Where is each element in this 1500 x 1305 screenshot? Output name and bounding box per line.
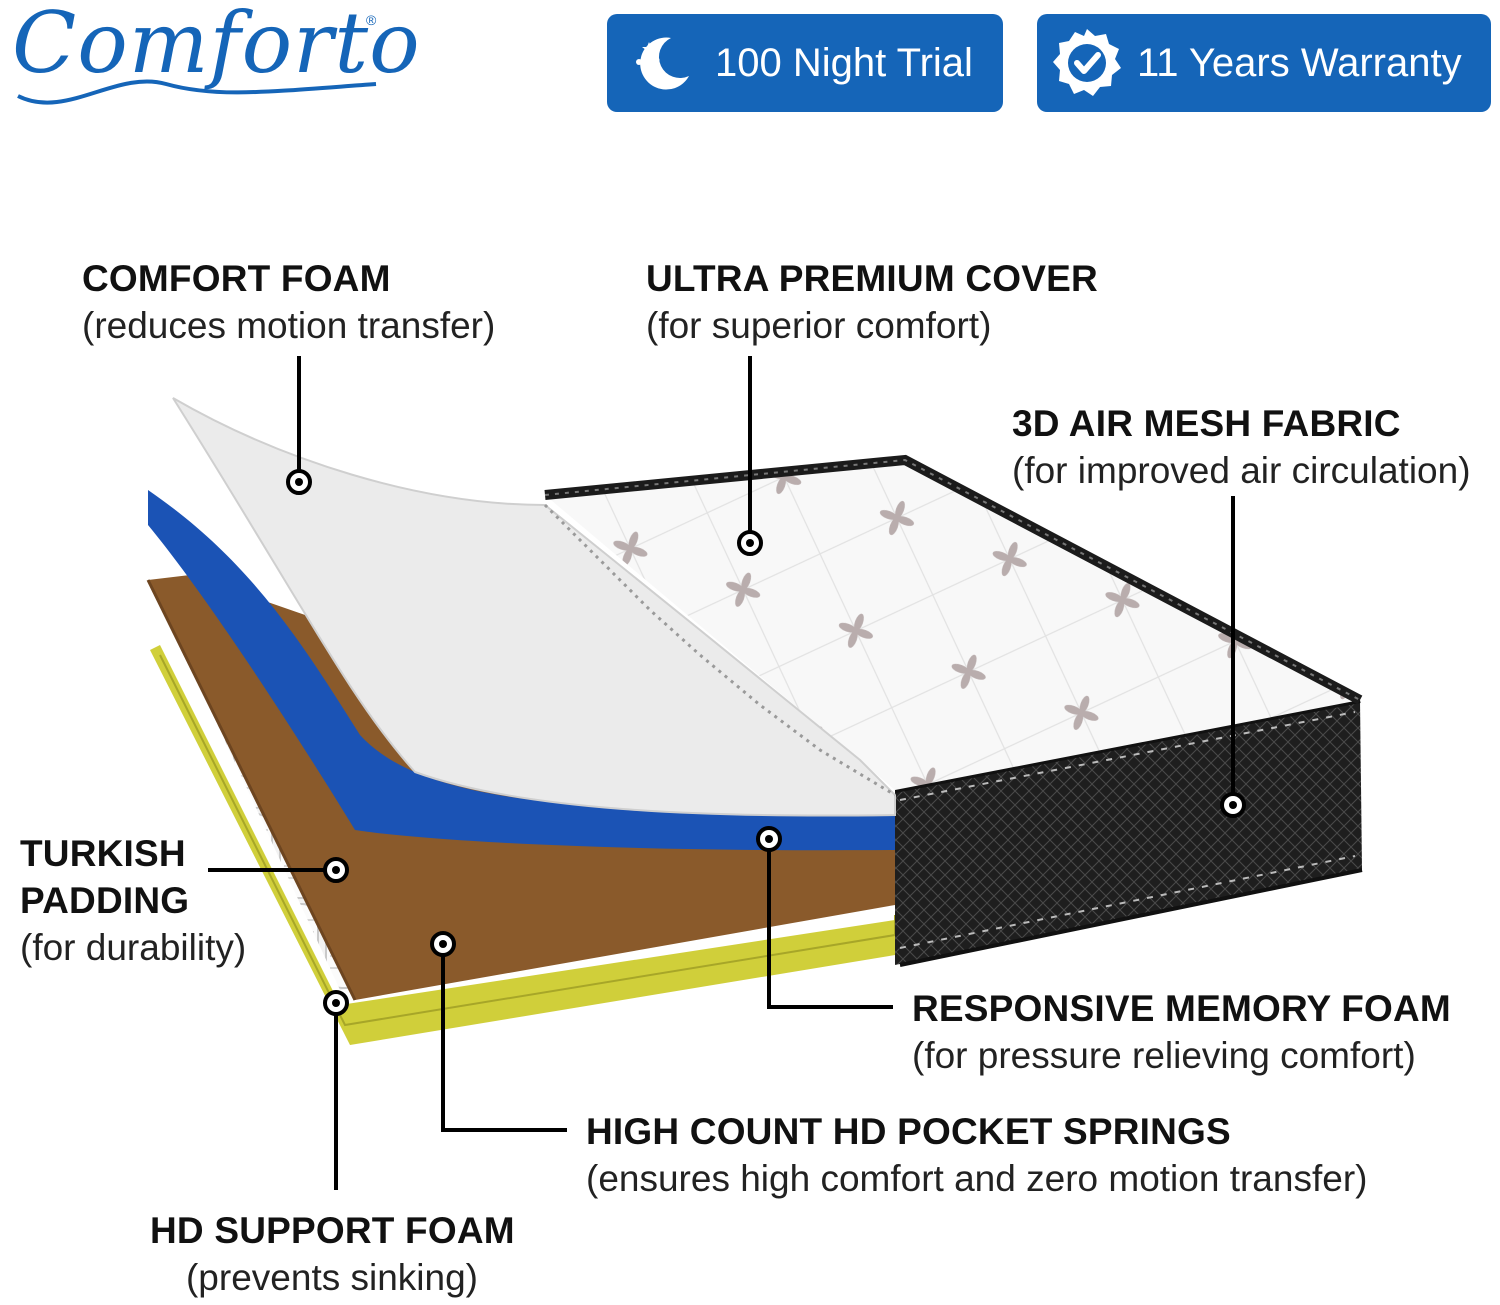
support-foam-title: HD SUPPORT FOAM	[150, 1210, 515, 1251]
padding-title-line1: TURKISH	[20, 833, 186, 874]
comfort-foam-title: COMFORT FOAM	[82, 258, 391, 299]
cover-subtitle: (for superior comfort)	[646, 305, 992, 346]
brand-logo: Comforto ®	[6, 0, 420, 115]
logo-text: Comforto	[12, 0, 421, 92]
comfort-foam-label: COMFORT FOAM (reduces motion transfer)	[82, 260, 495, 344]
cover-title: ULTRA PREMIUM COVER	[646, 258, 1098, 299]
support-foam-label: HD SUPPORT FOAM (prevents sinking)	[150, 1210, 515, 1298]
support-foam-marker	[323, 990, 349, 1016]
night-trial-label: 100 Night Trial	[715, 40, 973, 85]
springs-marker	[430, 931, 456, 957]
cover-marker	[737, 530, 763, 556]
memory-foam-subtitle: (for pressure relieving comfort)	[912, 1035, 1416, 1076]
padding-subtitle: (for durability)	[20, 927, 247, 968]
memory-foam-title: RESPONSIVE MEMORY FOAM	[912, 988, 1451, 1029]
springs-subtitle: (ensures high comfort and zero motion tr…	[586, 1158, 1368, 1199]
leader-lines	[208, 356, 1235, 1190]
registered-mark: ®	[366, 12, 377, 28]
warranty-label: 11 Years Warranty	[1137, 40, 1462, 85]
support-foam-subtitle: (prevents sinking)	[185, 1257, 478, 1298]
padding-marker	[323, 857, 349, 883]
mesh-marker	[1220, 792, 1246, 818]
night-trial-badge: 100 Night Trial	[607, 14, 1003, 112]
memory-foam-label: RESPONSIVE MEMORY FOAM (for pressure rel…	[912, 990, 1451, 1074]
marker-dots	[286, 469, 1246, 1016]
mesh-label: 3D AIR MESH FABRIC (for improved air cir…	[1012, 405, 1471, 489]
padding-label: TURKISH PADDING (for durability)	[20, 835, 246, 966]
memory-foam-marker	[756, 826, 782, 852]
mesh-title: 3D AIR MESH FABRIC	[1012, 403, 1401, 444]
comfort-foam-marker	[286, 469, 312, 495]
mesh-subtitle: (for improved air circulation)	[1012, 450, 1471, 491]
comfort-foam-subtitle: (reduces motion transfer)	[82, 305, 496, 346]
logo-swoosh	[17, 79, 377, 105]
warranty-badge: 11 Years Warranty	[1037, 14, 1491, 112]
cover-label: ULTRA PREMIUM COVER (for superior comfor…	[646, 260, 1098, 344]
padding-title-line2: PADDING	[20, 880, 190, 921]
springs-label: HIGH COUNT HD POCKET SPRINGS (ensures hi…	[586, 1113, 1367, 1197]
springs-title: HIGH COUNT HD POCKET SPRINGS	[586, 1111, 1231, 1152]
memory-foam-layer	[148, 490, 895, 851]
mesh-side-panel	[895, 700, 1362, 965]
moon-stars-icon	[636, 37, 689, 90]
comfort-foam-layer	[172, 397, 896, 817]
verified-badge-icon	[1053, 29, 1121, 96]
